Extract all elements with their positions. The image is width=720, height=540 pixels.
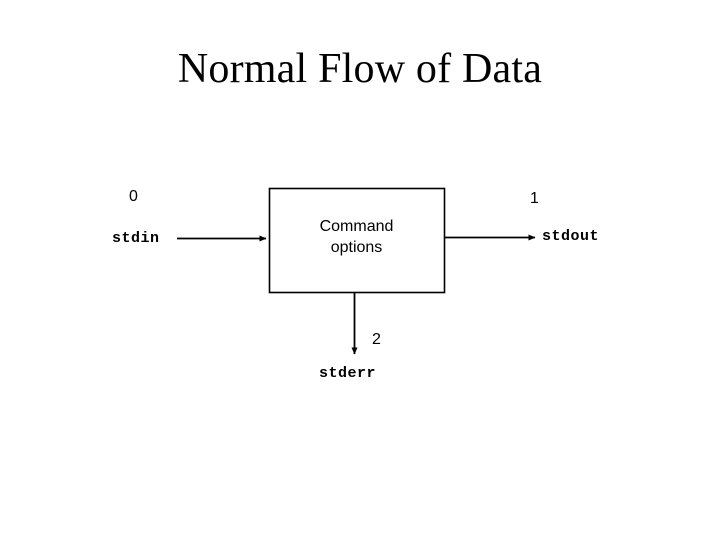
page-title: Normal Flow of Data: [177, 46, 543, 92]
process-box-label: Command options: [269, 216, 444, 258]
process-box: [268, 187, 446, 294]
stdin-label: stdin: [112, 230, 160, 247]
stderr-fd-number: 2: [372, 331, 381, 348]
stdin-fd-number: 0: [129, 188, 138, 205]
stdout-label: stdout: [542, 228, 600, 245]
process-box-label-line2: options: [330, 239, 383, 256]
stderr-label: stderr: [319, 365, 377, 382]
stdout-fd-number: 1: [530, 190, 539, 207]
process-box-label-line1: Command: [319, 218, 394, 235]
